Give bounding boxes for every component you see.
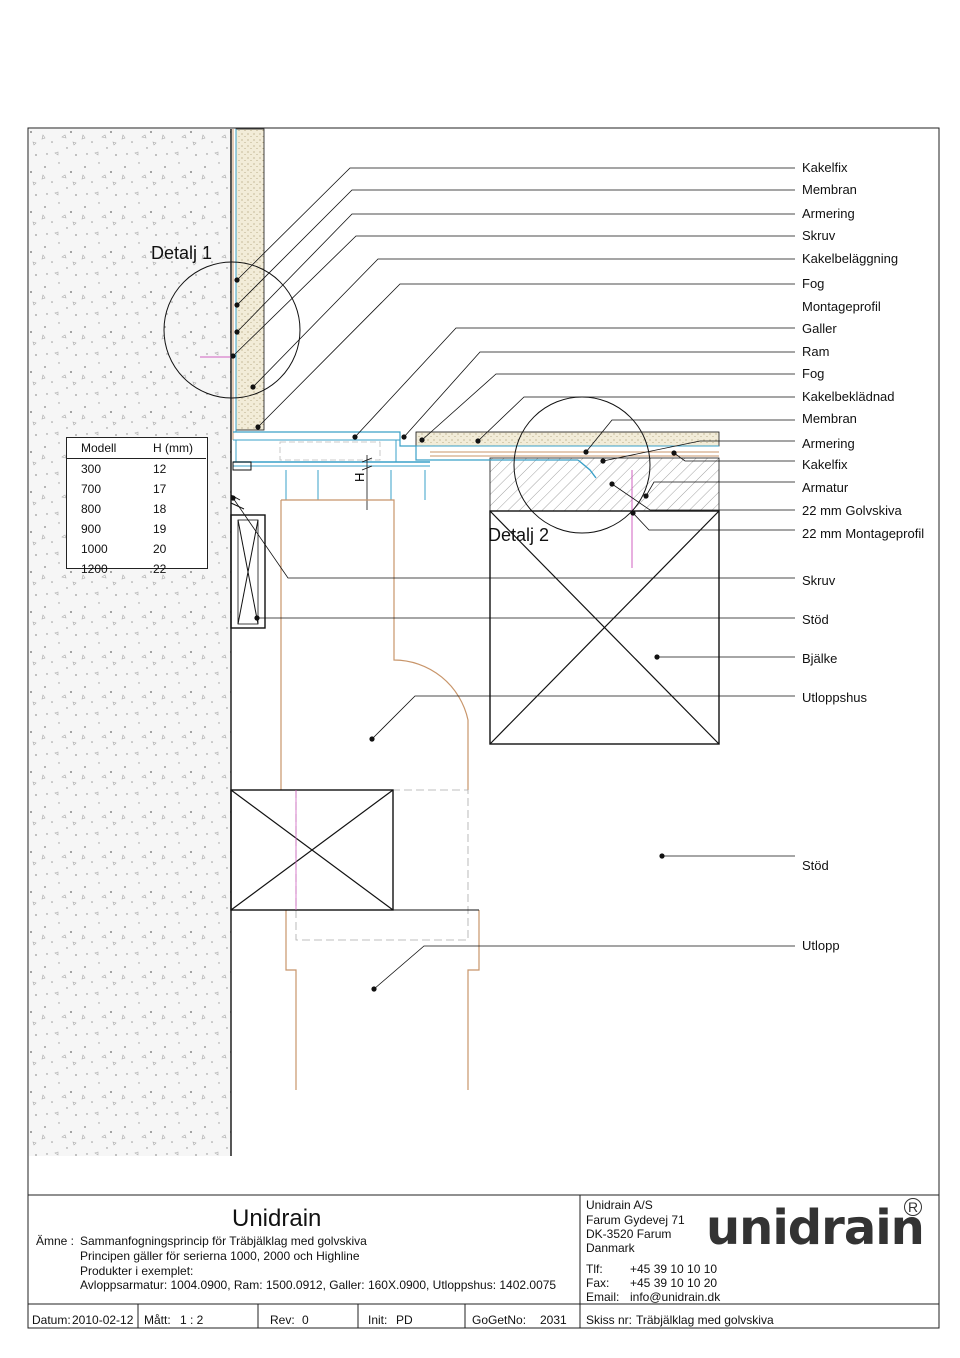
support-lower (230, 789, 394, 911)
address-line-4: Danmark (586, 1241, 635, 1255)
contact-value-fax: +45 39 10 10 20 (630, 1276, 718, 1290)
wall-tile (235, 128, 265, 431)
label-ram: Ram (802, 344, 830, 359)
datum-label: Datum: (32, 1313, 71, 1327)
contact-label-fax: Fax: (586, 1276, 610, 1290)
subject-label: Ämne : (36, 1234, 75, 1248)
address-line-2: Farum Gydevej 71 (586, 1213, 685, 1227)
subject-line-3: Produkter i exemplet: (80, 1264, 194, 1278)
subject-line-1: Sammanfogningsprincip för Träbjälklag me… (80, 1234, 367, 1248)
matt-label: Mått: (144, 1313, 171, 1327)
spec-cell: 17 (153, 482, 167, 496)
spec-header-modell: Modell (67, 438, 149, 459)
company-title: Unidrain (232, 1205, 322, 1232)
joist (489, 510, 720, 745)
leaders (232, 167, 795, 990)
spec-cell: 22 (153, 562, 167, 576)
label-fog: Fog (802, 276, 825, 291)
label-stod: Stöd (802, 612, 829, 627)
detail2-title: Detalj 2 (488, 525, 550, 545)
subject-line-2: Principen gäller för serierna 1000, 2000… (80, 1249, 360, 1263)
skiss-value: Träbjälklag med golvskiva (636, 1313, 774, 1327)
label-kakelbekladnad: Kakelbeklädnad (802, 389, 895, 404)
label-golvskiva: 22 mm Golvskiva (802, 503, 902, 518)
label-montageprofil-22: 22 mm Montageprofil (802, 526, 925, 541)
detail1-circle (163, 261, 301, 399)
unidrain-logo: unidrain (706, 1200, 925, 1256)
spec-cell: 300 (81, 462, 102, 476)
spec-cell: 20 (153, 542, 167, 556)
grate (235, 439, 397, 463)
spec-cell: 800 (81, 502, 102, 516)
label-galler: Galler (802, 321, 837, 336)
skiss-label: Skiss nr: (586, 1313, 633, 1327)
registered-mark-icon: R (904, 1198, 922, 1216)
label-skruv: Skruv (802, 228, 836, 243)
contact-label-tlf: Tlf: (586, 1262, 603, 1276)
contact-value-email: info@unidrain.dk (630, 1290, 721, 1304)
address-line-1: Unidrain A/S (586, 1198, 653, 1212)
rev-label: Rev: (270, 1313, 295, 1327)
outlet-housing (280, 499, 469, 790)
rev-value: 0 (302, 1313, 309, 1327)
spec-cell: 19 (153, 522, 167, 536)
dimension-H: H (352, 473, 367, 482)
contact-label-email: Email: (586, 1290, 620, 1304)
address-line-3: DK-3520 Farum (586, 1227, 672, 1241)
gogetno-label: GoGetNo: (472, 1313, 527, 1327)
leader-dots (230, 277, 677, 992)
matt-value: 1 : 2 (180, 1313, 204, 1327)
table-row: 700 17 (67, 479, 206, 499)
label-utloppshus: Utloppshus (802, 690, 868, 705)
gogetno-value: 2031 (540, 1313, 567, 1327)
floor-tile (415, 431, 720, 447)
init-label: Init: (368, 1313, 388, 1327)
init-value: PD (396, 1313, 413, 1327)
spec-cell: 12 (153, 462, 167, 476)
spec-header-h: H (mm) (149, 438, 206, 459)
table-row: 300 12 (67, 459, 206, 480)
outlet-pipe (285, 910, 480, 1090)
spec-cell: 1000 (81, 542, 108, 556)
spec-cell: 700 (81, 482, 102, 496)
spec-cell: 18 (153, 502, 167, 516)
drain-frame (233, 431, 578, 461)
label-membran-2: Membran (802, 411, 857, 426)
label-utlopp: Utlopp (802, 938, 840, 953)
label-armatur: Armatur (802, 480, 849, 495)
label-bjalke: Bjälke (802, 651, 838, 666)
drawing-frame (27, 127, 940, 1329)
label-membran: Membran (802, 182, 857, 197)
label-montageprofil: Montageprofil (802, 299, 881, 314)
label-fog-2: Fog (802, 366, 825, 381)
floor-board (489, 457, 720, 512)
label-kakelfix-2: Kakelfix (802, 457, 848, 472)
subject-line-4: Avloppsarmatur: 1004.0900, Ram: 1500.091… (80, 1278, 557, 1292)
label-stod-2: Stöd (802, 858, 829, 873)
label-armering: Armering (802, 206, 855, 221)
support-left (230, 514, 266, 629)
table-row: 900 19 (67, 519, 206, 539)
spec-cell: 900 (81, 522, 102, 536)
label-kakelbelaggning: Kakelbeläggning (802, 251, 899, 266)
table-row: 1200 22 (67, 559, 206, 579)
label-kakelfix: Kakelfix (802, 160, 848, 175)
table-row: 1000 20 (67, 539, 206, 559)
spec-cell: 1200 (81, 562, 108, 576)
concrete-wall (29, 129, 231, 1156)
datum-value: 2010-02-12 (72, 1313, 134, 1327)
label-skruv-2: Skruv (802, 573, 836, 588)
detail1-title: Detalj 1 (151, 243, 213, 263)
label-armering-2: Armering (802, 436, 855, 451)
spec-table-box (66, 437, 208, 569)
table-row: 800 18 (67, 499, 206, 519)
title-block-frame (28, 1194, 939, 1328)
contact-value-tlf: +45 39 10 10 10 (630, 1262, 718, 1276)
